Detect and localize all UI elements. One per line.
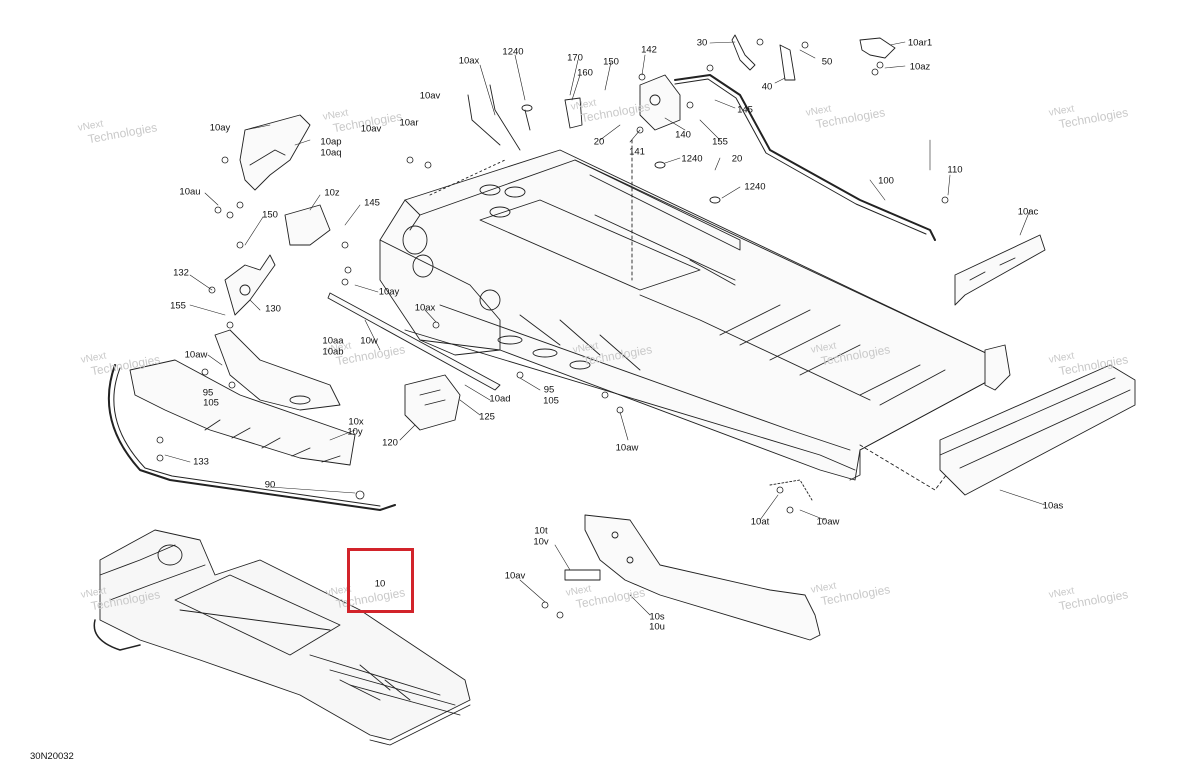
- callout-label: 133: [193, 456, 209, 468]
- highlight-box: [347, 548, 414, 613]
- callout-label: 10az: [909, 61, 931, 73]
- callout-label: 10at: [750, 516, 770, 528]
- callout-label: 140: [675, 129, 691, 141]
- callout-label: 95: [543, 384, 555, 396]
- callout-label: 145: [737, 104, 753, 116]
- callout-label: 141: [629, 146, 645, 158]
- callout-label: 142: [641, 44, 657, 56]
- callout-label: 90: [264, 479, 276, 491]
- callout-label: 170: [567, 52, 583, 64]
- callout-label: 1240: [681, 153, 703, 165]
- highlight-callout-label: 10: [374, 578, 386, 590]
- callout-label: 10aw: [816, 516, 840, 528]
- callout-label: 10s: [649, 611, 665, 623]
- callout-label: 50: [821, 56, 833, 68]
- callout-label: 10v: [533, 536, 549, 548]
- callout-label: 10ay: [209, 122, 231, 134]
- callout-label: 155: [712, 136, 728, 148]
- lower-rail: [564, 479, 821, 641]
- fasteners: [156, 38, 949, 619]
- callout-label: 10u: [649, 621, 665, 633]
- callout-label: 10av: [360, 123, 382, 135]
- callout-label: 95: [202, 387, 214, 399]
- callout-label: 10t: [534, 525, 548, 537]
- callout-label: 150: [603, 56, 619, 68]
- callout-label: 10ar1: [907, 37, 933, 49]
- callout-label: 155: [170, 300, 186, 312]
- callout-label: 10ar: [399, 117, 419, 129]
- callout-label: 30: [696, 37, 708, 49]
- left-brackets: [107, 114, 501, 511]
- callout-label: 10au: [179, 186, 201, 198]
- callout-label: 10aa: [322, 335, 344, 347]
- callout-label: 20: [731, 153, 743, 165]
- callout-label: 10x: [348, 416, 364, 428]
- callout-label: 20: [593, 136, 605, 148]
- callout-label: 10ax: [458, 55, 480, 67]
- callout-label: 10aq: [320, 147, 342, 159]
- callout-label: 130: [265, 303, 281, 315]
- callout-label: 1240: [502, 46, 524, 58]
- callout-label: 105: [203, 397, 219, 409]
- callout-label: 10av: [419, 90, 441, 102]
- diagram-reference-code: 30N20032: [30, 751, 74, 762]
- callout-label: 145: [364, 197, 380, 209]
- callout-label: 10aw: [615, 442, 639, 454]
- callout-label: 10ad: [489, 393, 511, 405]
- callout-label: 10z: [324, 187, 340, 199]
- callout-label: 105: [543, 395, 559, 407]
- callout-label: 10as: [1042, 500, 1064, 512]
- callout-label: 10ap: [320, 136, 342, 148]
- callout-label: 10av: [504, 570, 526, 582]
- callout-label: 110: [947, 164, 963, 176]
- callout-label: 1240: [744, 181, 766, 193]
- callout-label: 10ab: [322, 346, 344, 358]
- overview-tunnel: [93, 529, 471, 746]
- callout-label: 10aw: [184, 349, 208, 361]
- callout-label: 10ac: [1017, 206, 1039, 218]
- callout-label: 160: [577, 67, 593, 79]
- top-parts: [467, 34, 936, 281]
- right-parts: [939, 234, 1136, 496]
- callout-label: 10y: [347, 426, 363, 438]
- callout-label: 10w: [360, 335, 378, 347]
- callout-label: 40: [761, 81, 773, 93]
- main-tunnel: [379, 149, 991, 491]
- callout-label: 10ay: [378, 286, 400, 298]
- callout-label: 120: [382, 437, 398, 449]
- callout-label: 10ax: [414, 302, 436, 314]
- callout-label: 125: [479, 411, 495, 423]
- callout-label: 100: [878, 175, 894, 187]
- leader-lines: [164, 41, 1046, 616]
- callout-label: 132: [173, 267, 189, 279]
- callout-label: 150: [262, 209, 278, 221]
